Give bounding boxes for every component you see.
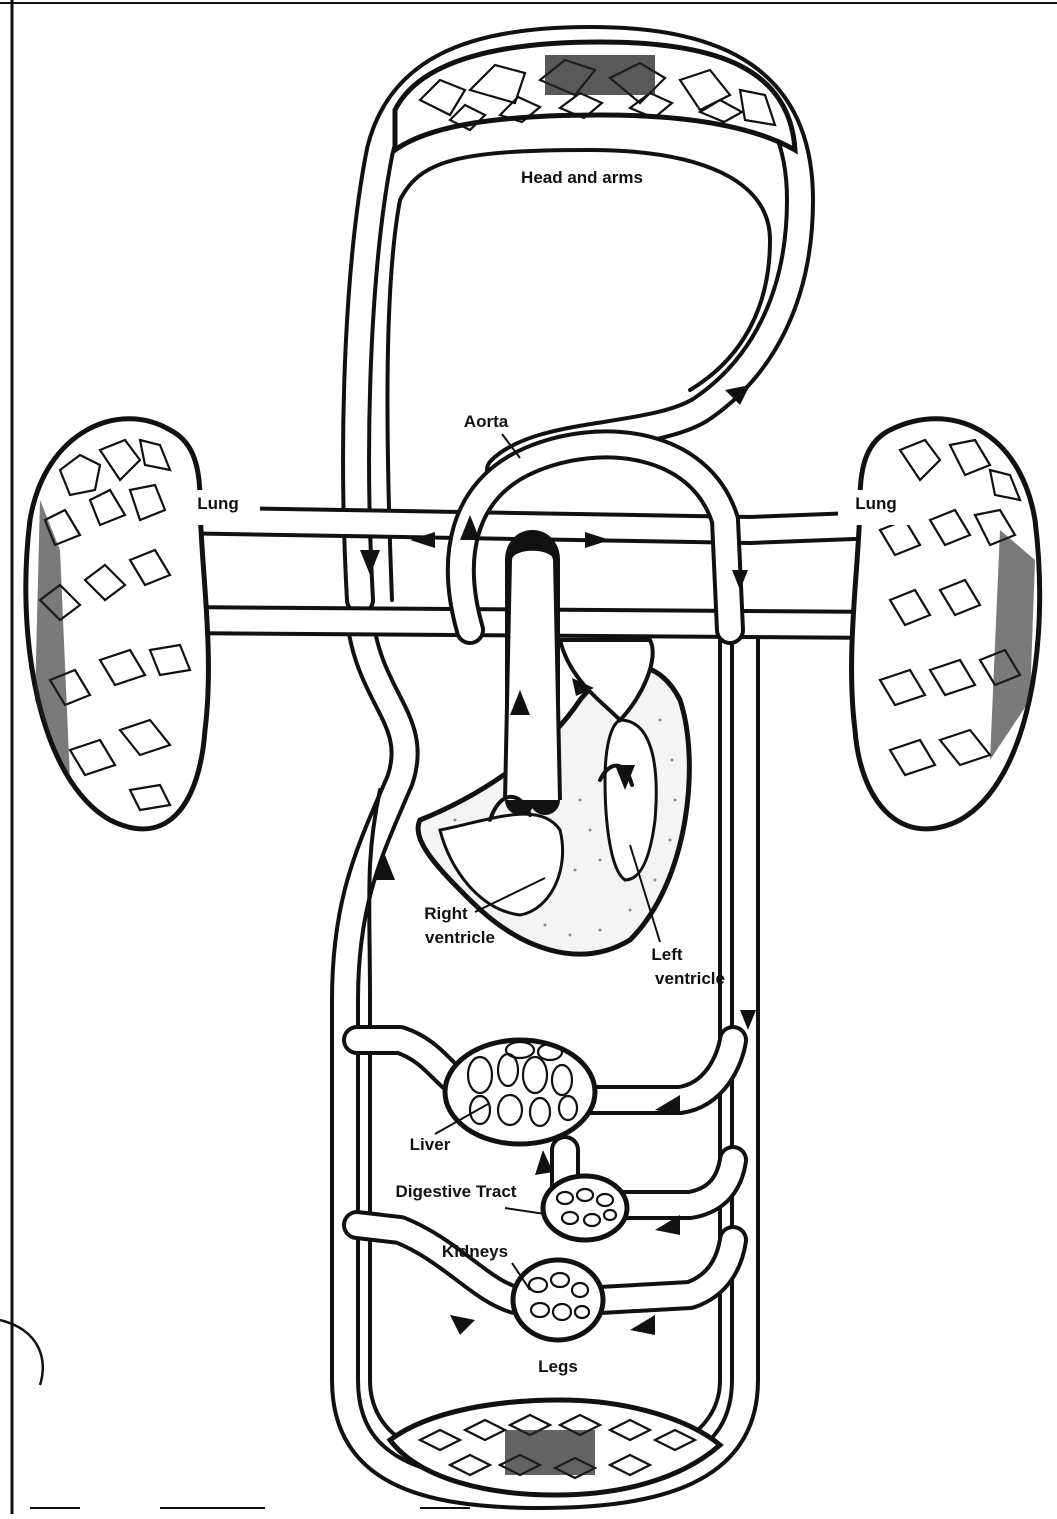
label-left-ventricle-2: ventricle — [655, 969, 725, 988]
arrow-kidney-out — [450, 1315, 475, 1335]
leader-digestive-tract — [505, 1208, 545, 1214]
arrow-kidney-in — [630, 1315, 655, 1335]
label-digestive-tract: Digestive Tract — [396, 1182, 517, 1201]
lung-right: Lung — [838, 419, 1040, 829]
label-lung-left: Lung — [197, 494, 239, 513]
label-kidneys: Kidneys — [442, 1242, 508, 1261]
label-right-ventricle-1: Right — [424, 904, 468, 923]
label-lung-right: Lung — [855, 494, 897, 513]
scan-mark — [0, 1320, 43, 1385]
label-aorta: Aorta — [464, 412, 509, 431]
label-head-and-arms: Head and arms — [521, 168, 643, 187]
label-liver: Liver — [410, 1135, 451, 1154]
label-legs: Legs — [538, 1357, 578, 1376]
label-right-ventricle-2: ventricle — [425, 928, 495, 947]
label-left-ventricle-1: Left — [651, 945, 683, 964]
legs-bed: Legs — [390, 1357, 720, 1495]
kidney-branch: Kidneys — [357, 1225, 733, 1340]
digestive-branch: Digestive Tract — [396, 1150, 733, 1240]
liver-branch: Liver — [357, 1040, 733, 1154]
